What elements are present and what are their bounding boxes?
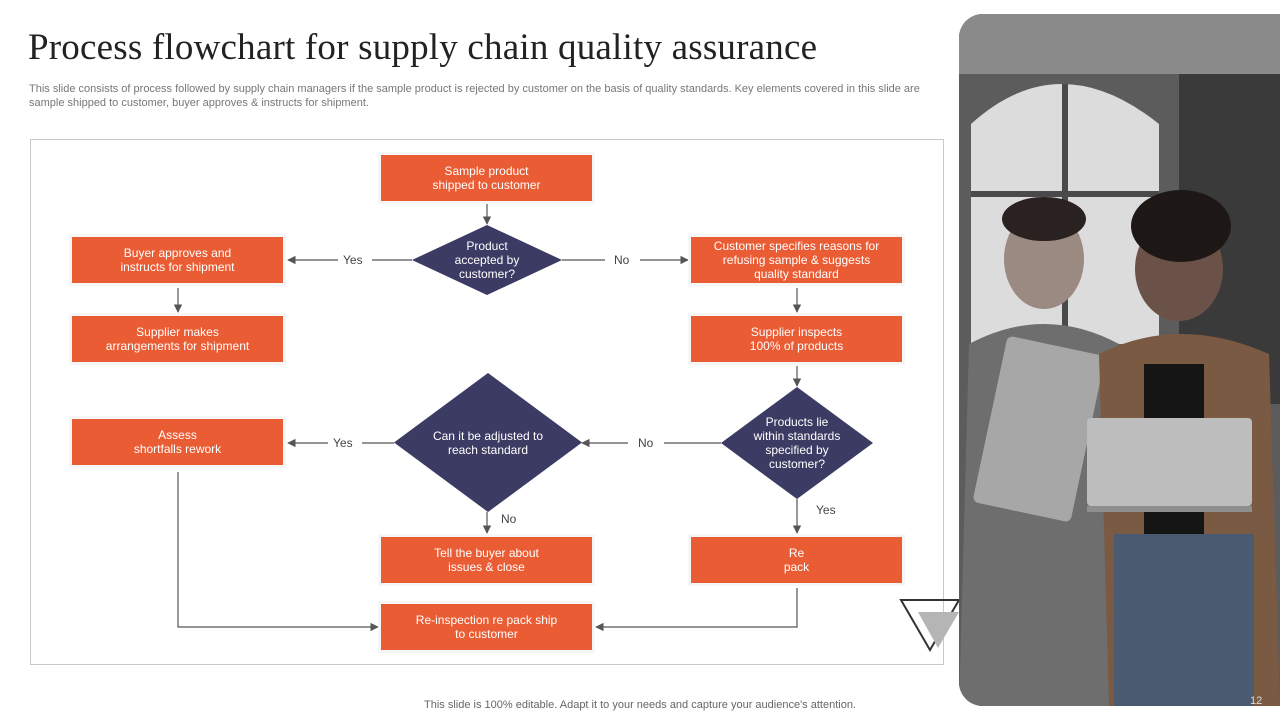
edge-label-adjust-yes: Yes bbox=[333, 436, 353, 450]
slide-footer: This slide is 100% editable. Adapt it to… bbox=[424, 699, 856, 711]
flowchart-connectors bbox=[173, 204, 802, 632]
box-re-pack: Re pack bbox=[691, 537, 902, 583]
box-tell-buyer: Tell the buyer about issues & close bbox=[381, 537, 592, 583]
box-reinspection: Re-inspection re pack ship to customer bbox=[381, 604, 592, 650]
box-buyer-approves: Buyer approves and instructs for shipmen… bbox=[72, 237, 283, 283]
connector-assess-to-reinspection bbox=[177, 472, 379, 632]
slide-title: Process flowchart for supply chain quali… bbox=[28, 27, 818, 68]
box-customer-specifies: Customer specifies reasons for refusing … bbox=[691, 237, 902, 283]
flowchart-frame bbox=[30, 139, 944, 665]
box-assess-shortfalls: Assess shortfalls rework bbox=[72, 419, 283, 465]
edge-label-within-yes: Yes bbox=[816, 503, 836, 517]
edge-label-within-no: No bbox=[638, 436, 654, 450]
decision-product-accepted: Product accepted by customer? bbox=[412, 225, 562, 295]
page-number: 12 bbox=[1250, 695, 1263, 707]
triangle-decoration bbox=[899, 599, 961, 652]
diamond-shape bbox=[721, 387, 873, 499]
box-sample-shipped: Sample product shipped to customer bbox=[381, 155, 592, 201]
diamond-shape bbox=[412, 225, 562, 295]
box-supplier-makes: Supplier makes arrangements for shipment bbox=[72, 316, 283, 362]
decision-within-standards: Products lie within standards specified … bbox=[721, 387, 873, 499]
edge-label-accepted-no: No bbox=[614, 253, 630, 267]
decision-can-adjust: Can it be adjusted to reach standard bbox=[394, 373, 582, 512]
box-supplier-inspects: Supplier inspects 100% of products bbox=[691, 316, 902, 362]
decision-label: Product accepted by customer? bbox=[454, 239, 520, 281]
slide-subtitle: This slide consists of process followed … bbox=[29, 83, 920, 109]
diamond-shape bbox=[394, 373, 582, 512]
edge-label-adjust-no: No bbox=[501, 512, 517, 526]
connector-repack-to-reinspection bbox=[595, 588, 798, 632]
decision-label: Products lie within standards specified … bbox=[753, 415, 841, 471]
photo-two-people-with-laptop bbox=[959, 14, 1280, 706]
edge-label-accepted-yes: Yes bbox=[343, 253, 363, 267]
photo-illustration bbox=[959, 14, 1280, 706]
decision-label: Can it be adjusted to reach standard bbox=[432, 428, 544, 457]
